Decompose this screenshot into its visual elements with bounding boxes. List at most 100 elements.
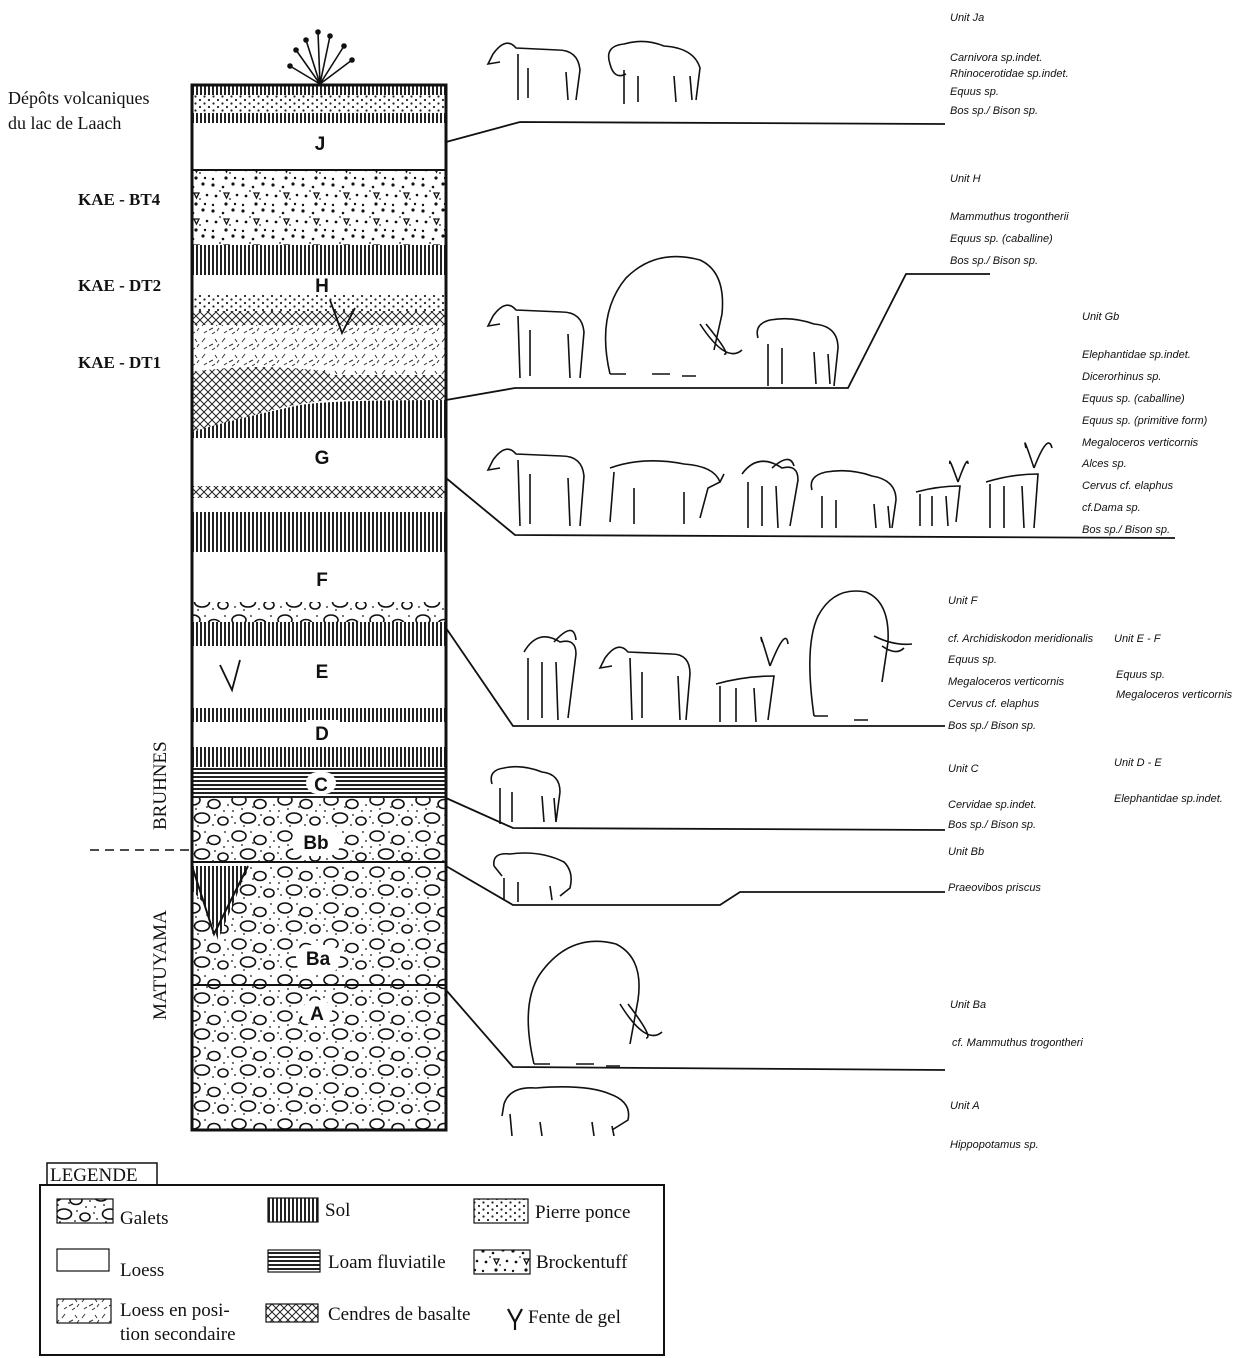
elephant-icon [810, 591, 912, 720]
deer-icon [986, 443, 1052, 528]
bison-icon [491, 767, 560, 824]
fauna-unit-gb: Unit Gb Elephantidae sp.indet. Dicerorhi… [1081, 311, 1208, 536]
soil-layer-j [192, 113, 446, 123]
sample-kae-dt1: KAE - DT1 [78, 353, 161, 372]
bison-icon [811, 471, 896, 528]
rhino-icon [610, 461, 724, 524]
horse-icon [488, 449, 584, 526]
deer-icon [716, 637, 788, 722]
fauna-unit-ef: Unit E - F Equus sp. Megaloceros vertico… [1114, 633, 1233, 701]
legend-label-fente: Fente de gel [528, 1307, 621, 1328]
unit-label-d: D [315, 724, 329, 745]
legend-swatch-pierre-ponce [474, 1199, 528, 1223]
unit-label-f: F [316, 570, 328, 591]
fauna-title: Unit Ba [950, 999, 986, 1011]
soil-layer-h [192, 245, 446, 275]
fauna-title: Unit A [950, 1100, 980, 1112]
species-label: cf. Archidiskodon meridionalis [948, 633, 1094, 645]
species-label: Bos sp./ Bison sp. [950, 255, 1038, 267]
moose-icon [524, 630, 576, 720]
species-label: Cervus cf. elaphus [948, 698, 1040, 710]
species-label: Cervus cf. elaphus [1082, 480, 1174, 492]
species-label: Megaloceros verticornis [1082, 437, 1199, 449]
soil-layer-d-lower [192, 747, 446, 767]
species-label: Megaloceros verticornis [948, 676, 1065, 688]
deer-icon [916, 461, 968, 526]
brockentuff-layer [192, 170, 446, 245]
species-label: Elephantidae sp.indet. [1114, 793, 1223, 805]
legend-title: LEGENDE [50, 1165, 138, 1186]
pumice-layer-h [192, 295, 446, 311]
fauna-title: Unit Ja [950, 12, 984, 24]
horse-icon [600, 647, 690, 720]
stratigraphic-column [192, 85, 446, 1130]
unit-label-e: E [316, 662, 329, 683]
species-label: Megaloceros verticornis [1116, 689, 1233, 701]
fauna-connectors [446, 122, 1175, 1070]
fauna-unit-a: Unit A Hippopotamus sp. [950, 1100, 1039, 1151]
fauna-title: Unit F [948, 595, 979, 607]
unit-g-loess-lower [192, 498, 446, 512]
unit-label-j: J [315, 134, 326, 155]
chron-bruhnes: BRUHNES [150, 741, 171, 830]
volcanic-deposits-label: Dépôts volcaniques [8, 88, 149, 108]
legend-swatch-cendres [266, 1304, 318, 1322]
legend-label-pierre-ponce: Pierre ponce [535, 1202, 630, 1223]
fauna-title: Unit D - E [1114, 757, 1162, 769]
fauna-unit-h: Unit H Mammuthus trogontherii Equus sp. … [950, 173, 1069, 267]
species-label: Mammuthus trogontherii [950, 211, 1069, 223]
species-label: Equus sp. (caballine) [1082, 393, 1185, 405]
species-label: Elephantidae sp.indet. [1082, 349, 1191, 361]
unit-label-a: A [310, 1004, 324, 1025]
species-label: cf. Mammuthus trogontheri [952, 1037, 1083, 1049]
legend-label-cendres: Cendres de basalte [328, 1304, 470, 1325]
plant-icon [288, 30, 354, 84]
soil-layer-f [192, 512, 446, 552]
legend-swatch-loess-secondary [57, 1299, 111, 1323]
fauna-unit-de: Unit D - E Elephantidae sp.indet. [1114, 757, 1223, 805]
fauna-unit-c: Unit C Cervidae sp.indet. Bos sp./ Bison… [948, 763, 1037, 831]
species-label: Cervidae sp.indet. [948, 799, 1037, 811]
sample-kae-bt4: KAE - BT4 [78, 190, 161, 209]
animals [488, 41, 1052, 1136]
fauna-unit-ba: Unit Ba cf. Mammuthus trogontheri [950, 999, 1083, 1049]
pumice-layer [192, 95, 446, 113]
reworked-loess-layer [192, 325, 446, 375]
volcanic-deposits-label-2: du lac de Laach [8, 113, 121, 133]
soil-layer-e [192, 622, 446, 646]
unit-label-bb: Bb [303, 833, 328, 854]
sample-kae-dt2: KAE - DT2 [78, 276, 161, 295]
legend-swatch-loess [57, 1249, 109, 1271]
horse-icon [488, 305, 584, 378]
fauna-title: Unit C [948, 763, 979, 775]
legend-swatch-brockentuff [474, 1250, 530, 1274]
species-label: Rhinocerotidae sp.indet. [950, 68, 1069, 80]
species-label: Bos sp./ Bison sp. [1082, 524, 1170, 536]
species-label: Alces sp. [1081, 458, 1127, 470]
horse-icon [488, 43, 580, 100]
legend-swatch-galets [57, 1199, 113, 1223]
species-label: Bos sp./ Bison sp. [948, 819, 1036, 831]
basalt-ash-layer-g [192, 486, 446, 498]
legend-label-brockentuff: Brockentuff [536, 1252, 628, 1273]
legend: LEGENDE Galets Sol Pierre ponce Loess Lo… [40, 1163, 664, 1355]
species-label: Equus sp. (caballine) [950, 233, 1053, 245]
species-label: Bos sp./ Bison sp. [950, 105, 1038, 117]
fauna-title: Unit Gb [1082, 311, 1119, 323]
legend-label-galets: Galets [120, 1208, 169, 1229]
moose-icon [742, 459, 798, 528]
bison-icon [609, 41, 700, 104]
fauna-lists: Unit Ja Carnivora sp.indet. Rhinocerotid… [948, 12, 1233, 1151]
unit-label-ba: Ba [306, 949, 331, 970]
legend-label-loam: Loam fluviatile [328, 1252, 446, 1273]
connector-ba [446, 990, 945, 1070]
species-label: Equus sp. (primitive form) [1082, 415, 1208, 427]
unit-label-g: G [315, 448, 330, 469]
mammoth-icon [528, 941, 662, 1066]
species-label: Equus sp. [1116, 669, 1165, 681]
fauna-unit-bb: Unit Bb Praeovibos priscus [948, 846, 1041, 894]
gravel-lens-f [192, 602, 446, 622]
connector-c [446, 798, 945, 830]
left-labels: Dépôts volcaniques du lac de Laach KAE -… [8, 88, 192, 1020]
fauna-title: Unit Bb [948, 846, 984, 858]
